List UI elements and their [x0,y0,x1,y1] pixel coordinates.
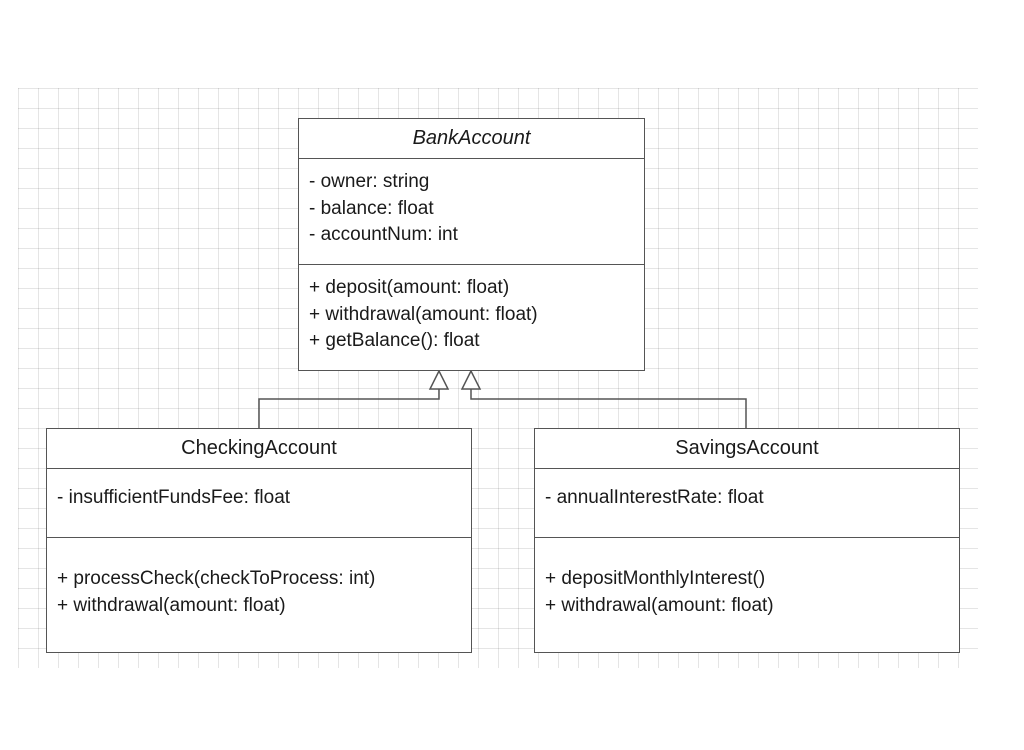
class-name: BankAccount [299,119,644,159]
attribute-balance: - balance: float [309,197,434,219]
operation-deposit: + deposit(amount: float) [309,277,510,298]
savings-inheritance-line [470,389,747,428]
operations-section: + processCheck(checkToProcess: int) + wi… [47,538,471,619]
attributes-section: - annualInterestRate: float [535,469,959,538]
attributes-section: - owner: string - balance: float - accou… [299,159,644,265]
checking-generalization-arrowhead [428,369,450,390]
checking-inheritance-line [258,389,440,428]
attribute-annual-interest-rate: - annualInterestRate: float [545,487,764,508]
class-checking-account[interactable]: CheckingAccount - insufficientFundsFee: … [46,428,472,653]
operation-withdrawal: + withdrawal(amount: float) [57,594,286,616]
attribute-insufficient-funds-fee: - insufficientFundsFee: float [57,487,291,508]
operation-process-check: + processCheck(checkToProcess: int) [57,568,376,589]
attribute-account-num: - accountNum: int [309,224,458,245]
operation-withdrawal: + withdrawal(amount: float) [545,594,774,616]
operation-get-balance: + getBalance(): float [309,330,480,351]
operations-section: + deposit(amount: float) + withdrawal(am… [299,265,644,355]
attributes-section: - insufficientFundsFee: float [47,469,471,538]
attribute-owner: - owner: string [309,171,430,192]
savings-generalization-arrowhead [460,369,482,390]
class-savings-account[interactable]: SavingsAccount - annualInterestRate: flo… [534,428,960,653]
class-name: SavingsAccount [535,429,959,469]
operation-withdrawal: + withdrawal(amount: float) [309,303,538,325]
class-bank-account[interactable]: BankAccount - owner: string - balance: f… [298,118,645,371]
operation-deposit-monthly-interest: + depositMonthlyInterest() [545,568,766,589]
operations-section: + depositMonthlyInterest() + withdrawal(… [535,538,959,619]
class-name: CheckingAccount [47,429,471,469]
